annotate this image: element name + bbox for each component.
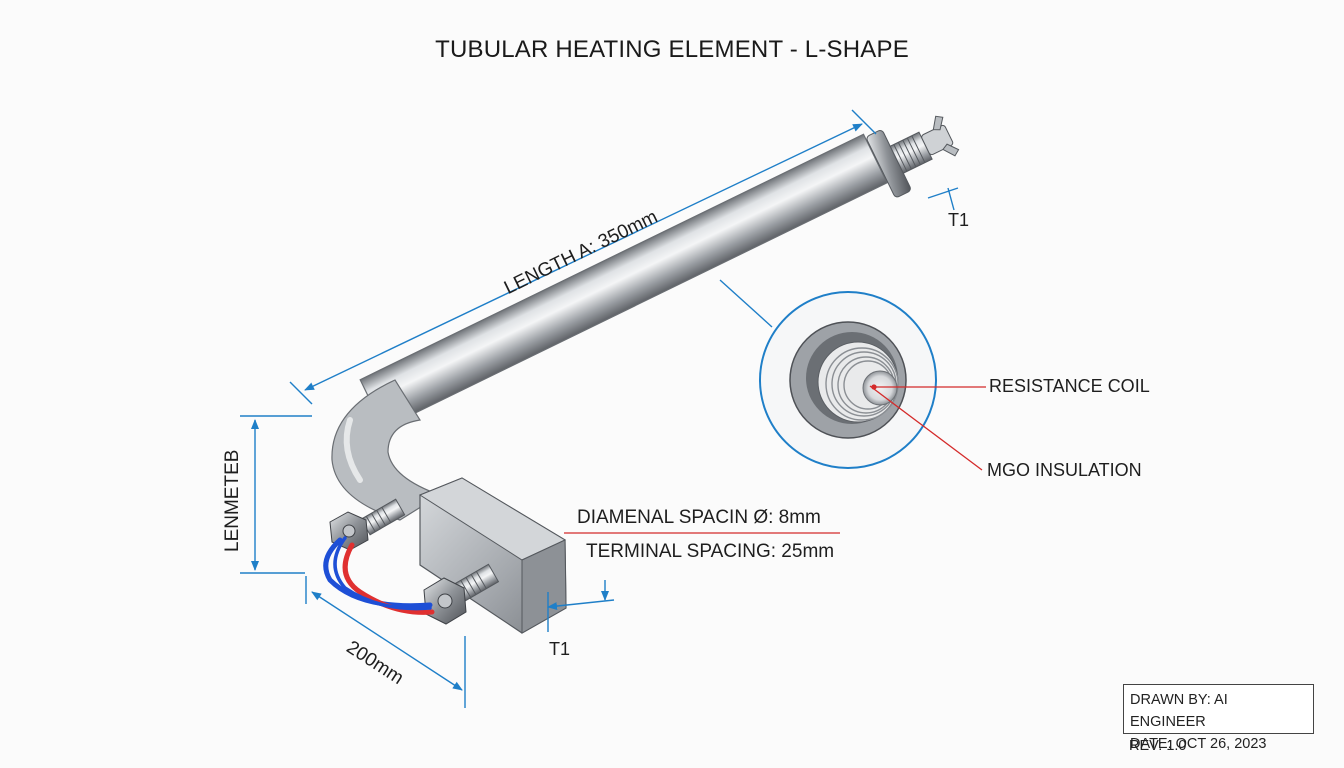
- resistance-coil-label: RESISTANCE COIL: [989, 376, 1150, 396]
- title-block: DRAWN BY: AI ENGINEER DATE: OCT 26, 2023: [1123, 684, 1314, 752]
- callout-lines: [564, 384, 986, 534]
- drawn-by-text: DRAWN BY: AI ENGINEER: [1130, 692, 1228, 730]
- vertical-leg-label: LENMETEB: [222, 449, 243, 552]
- terminal-label-bottom: T1: [549, 639, 571, 659]
- diameter-spacing-label: DIAMENAL SPACIN Ø: 8mm: [577, 507, 821, 528]
- terminal-spacing-label: TERMINAL SPACING: 25mm: [586, 541, 835, 562]
- dimension-lines: [240, 109, 959, 708]
- page-title: TUBULAR HEATING ELEMENT - L-SHAPE: [435, 36, 909, 63]
- cross-section-detail: [759, 291, 937, 469]
- lead-wires: [323, 536, 435, 615]
- top-end-fitting: [866, 115, 960, 198]
- terminal-label-top: T1: [948, 210, 970, 230]
- revision-text: REV: 1.0: [1129, 738, 1187, 754]
- mgo-insulation-label: MGO INSULATION: [987, 460, 1142, 480]
- date-text: DATE: OCT 26, 2023: [1130, 736, 1267, 752]
